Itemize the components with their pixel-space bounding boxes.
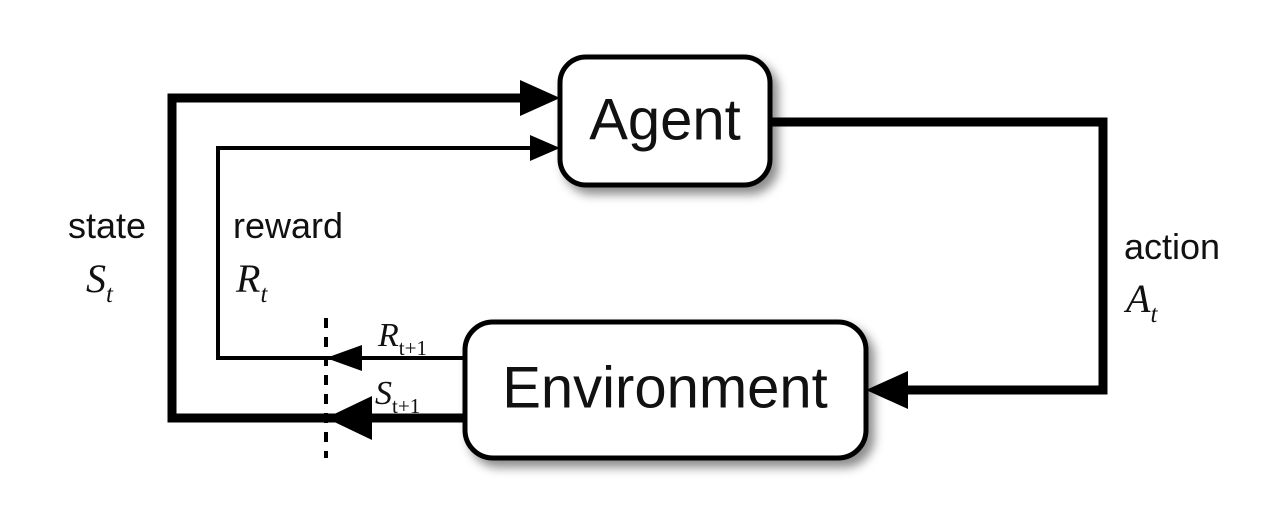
environment-label: Environment [502, 355, 828, 420]
reward-next-symbol: Rt+1 [377, 317, 427, 360]
action-arrowhead [866, 371, 908, 409]
reward-feedback-arrowhead [530, 135, 560, 161]
state-next-symbol-base: S [375, 375, 392, 412]
state-symbol: St [86, 256, 114, 308]
action-symbol-base: A [1123, 276, 1151, 321]
state-word: state [68, 205, 146, 246]
state-next-symbol-sub: t+1 [392, 394, 420, 418]
node-environment[interactable]: Environment [462, 319, 869, 461]
reward-next-symbol-base: R [377, 317, 399, 354]
agent-box[interactable] [557, 54, 773, 188]
action-word: action [1124, 226, 1220, 267]
node-agent[interactable]: Agent [557, 54, 773, 188]
reward-symbol-base: R [235, 256, 260, 301]
reward-symbol-sub: t [260, 281, 268, 308]
edge-state-feedback [167, 80, 560, 423]
label-action: action At [1123, 226, 1220, 328]
action-line [770, 117, 1108, 395]
state-feedback-line [167, 93, 544, 423]
state-feedback-arrowhead [520, 80, 560, 116]
action-symbol: At [1123, 276, 1158, 328]
edge-state-next [326, 396, 465, 440]
action-symbol-sub: t [1150, 301, 1158, 328]
edge-reward-feedback [216, 135, 560, 360]
state-next-symbol: St+1 [375, 375, 420, 418]
reward-symbol: Rt [235, 256, 268, 308]
reward-feedback-line [216, 146, 548, 360]
state-next-arrowhead [326, 396, 372, 440]
environment-box[interactable] [462, 319, 869, 461]
edge-action [770, 117, 1108, 409]
reward-next-symbol-sub: t+1 [399, 336, 427, 360]
state-symbol-sub: t [106, 281, 114, 308]
label-state: state St [68, 205, 146, 308]
state-symbol-base: S [86, 256, 106, 301]
label-reward: reward Rt [233, 205, 343, 308]
agent-label: Agent [589, 87, 741, 152]
reward-next-arrowhead [326, 345, 362, 371]
reward-word: reward [233, 205, 343, 246]
edge-reward-next [326, 345, 465, 371]
